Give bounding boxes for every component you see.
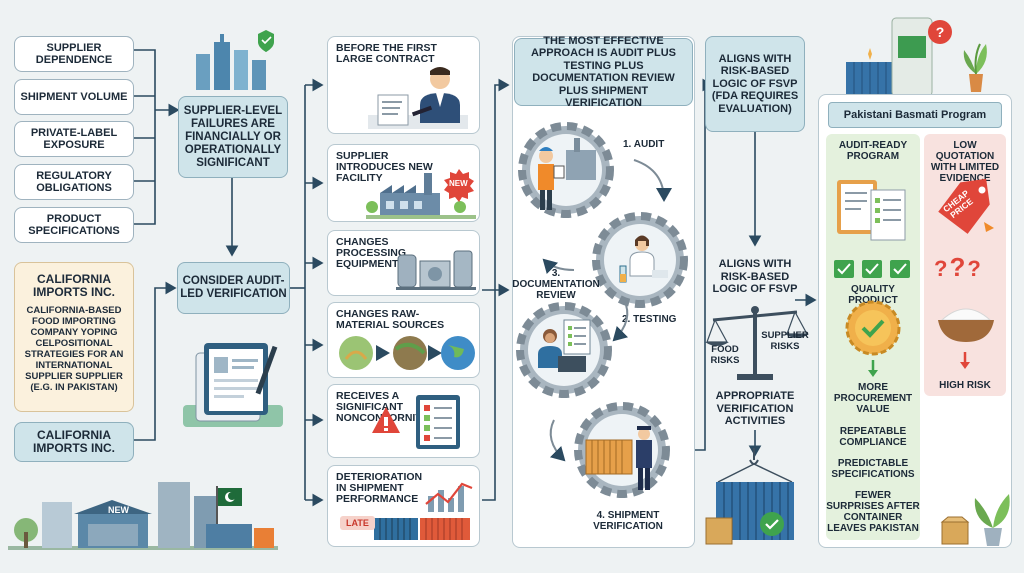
fsvp-aligns-mid: ALIGNS WITH RISK-BASED LOGIC OF FSVP (712, 258, 798, 295)
trend-chart-icon (425, 482, 473, 512)
cardboard-box-icon (940, 516, 970, 545)
trigger-card-new-facility: SUPPLIER INTRODUCES NEW FACILITY NEW (327, 144, 480, 222)
signing-person-icon (368, 67, 468, 129)
factor-shipment-volume: SHIPMENT VOLUME (14, 79, 134, 115)
step-2-label: 2. TESTING (622, 314, 677, 325)
question-marks-icon: ??? (934, 252, 983, 282)
california-card-desc: CALIFORNIA-BASED FOOD IMPORTING COMPANY … (24, 305, 124, 393)
down-arrow-risk-icon (960, 352, 970, 369)
city-skyline-icon (8, 482, 278, 550)
audit-ready-header: AUDIT-READY PROGRAM (838, 140, 908, 162)
benefit-procurement-value: MORE PROCUREMENT VALUE (833, 382, 913, 415)
gear-audit-icon (518, 122, 614, 218)
new-badge-icon (444, 169, 474, 202)
gear-testing-icon (592, 212, 688, 308)
benefit-predictable-specs: PREDICTABLE SPECIFICATIONS (831, 458, 915, 480)
late-badge: LATE (340, 516, 375, 530)
supplier-level-box: SUPPLIER-LEVEL FAILURES ARE FINANCIALLY … (178, 96, 288, 178)
certificate-clipboard-icon (837, 180, 906, 241)
benefit-fewer-surprises: FEWER SURPRISES AFTER CONTAINER LEAVES P… (826, 490, 920, 534)
trigger-card-processing-equipment: CHANGES PROCESSING EQUIPMENT (327, 230, 480, 296)
factor-regulatory-obligations: REGULATORY OBLIGATIONS (14, 164, 134, 200)
fsvp-aligns-top: ALIGNS WITH RISK-BASED LOGIC OF FSVP (FD… (705, 36, 805, 132)
gear-documentation-icon (516, 302, 612, 398)
low-quotation-header: LOW QUOTATION WITH LIMITED EVIDENCE (930, 140, 1000, 184)
california-imports-box: CALIFORNIA IMPORTS INC. (14, 422, 134, 462)
program-title-bar: Pakistani Basmati Program (828, 102, 1002, 128)
approach-title: THE MOST EFFECTIVE APPROACH IS AUDIT PLU… (514, 35, 693, 109)
svg-text:?: ? (936, 24, 945, 40)
factor-supplier-dependence: SUPPLIER DEPENDENCE (14, 36, 134, 72)
raw-material-sources-icon (339, 336, 475, 370)
new-building-badge: NEW (108, 505, 129, 515)
factor-private-label-exposure: PRIVATE-LABEL EXPOSURE (14, 121, 134, 157)
appropriate-activities: APPROPRIATE VERIFICATION ACTIVITIES (715, 390, 795, 427)
california-card: CALIFORNIA IMPORTS INC. CALIFORNIA-BASED… (14, 262, 134, 412)
machinery-icon (396, 250, 476, 290)
scale-supplier-risks: SUPPLIER RISKS (761, 330, 809, 352)
trigger-card-shipment-performance: DETERIORATION IN SHIPMENT PERFORMANCE LA… (327, 465, 480, 547)
clipboard-document-icon (183, 343, 283, 427)
trigger-card-first-contract: BEFORE THE FIRST LARGE CONTRACT (327, 36, 480, 134)
trigger-label: SUPPLIER INTRODUCES NEW FACILITY (336, 150, 433, 184)
quality-seal-icon (845, 300, 901, 356)
trigger-card-raw-material: CHANGES RAW-MATERIAL SOURCES (327, 302, 480, 378)
quality-product-label: QUALITY PRODUCT (848, 284, 898, 306)
gear-shipment-icon (574, 402, 670, 498)
balance-scale-icon (705, 306, 809, 380)
cycle-arrows (542, 159, 672, 462)
trigger-label: CHANGES PROCESSING EQUIPMENT (336, 236, 407, 270)
step-4-label: 4. SHIPMENT VERIFICATION (593, 510, 663, 532)
program-title: Pakistani Basmati Program (843, 109, 987, 121)
rice-bowl-icon (938, 308, 994, 342)
price-tag-icon (938, 178, 994, 234)
warning-clipboard-icon (372, 395, 460, 449)
potted-plant-icon-top (963, 43, 987, 92)
new-badge-label: NEW (449, 179, 468, 188)
benefit-repeatable-compliance: REPEATABLE COMPLIANCE (839, 426, 907, 448)
factory-icon (366, 173, 476, 219)
trigger-label: BEFORE THE FIRST LARGE CONTRACT (336, 42, 437, 65)
scale-food-risks: FOOD RISKS (710, 344, 740, 366)
container-crane-icon (705, 448, 794, 545)
step-1-label: 1. AUDIT (623, 139, 665, 150)
factor-product-specifications: PRODUCT SPECIFICATIONS (14, 207, 134, 243)
shipping-containers-icon (374, 518, 470, 540)
california-card-title: CALIFORNIA IMPORTS INC. (32, 272, 115, 299)
trigger-label: DETERIORATION IN SHIPMENT PERFORMANCE (336, 471, 423, 505)
potted-plant-icon-bottom (974, 494, 1010, 546)
trigger-label: CHANGES RAW-MATERIAL SOURCES (336, 308, 445, 331)
high-risk-label: HIGH RISK (939, 380, 991, 391)
trigger-card-nonconformity: RECEIVES A SIGNIFICANT NONCONFORNITY (327, 384, 480, 458)
check-boxes-icon (834, 260, 910, 278)
consider-audit-box: CONSIDER AUDIT-LED VERIFICATION (177, 262, 290, 314)
city-buildings-icon (196, 30, 274, 90)
down-arrow-good-icon (868, 360, 878, 377)
rice-package-icon: ? (846, 17, 952, 97)
